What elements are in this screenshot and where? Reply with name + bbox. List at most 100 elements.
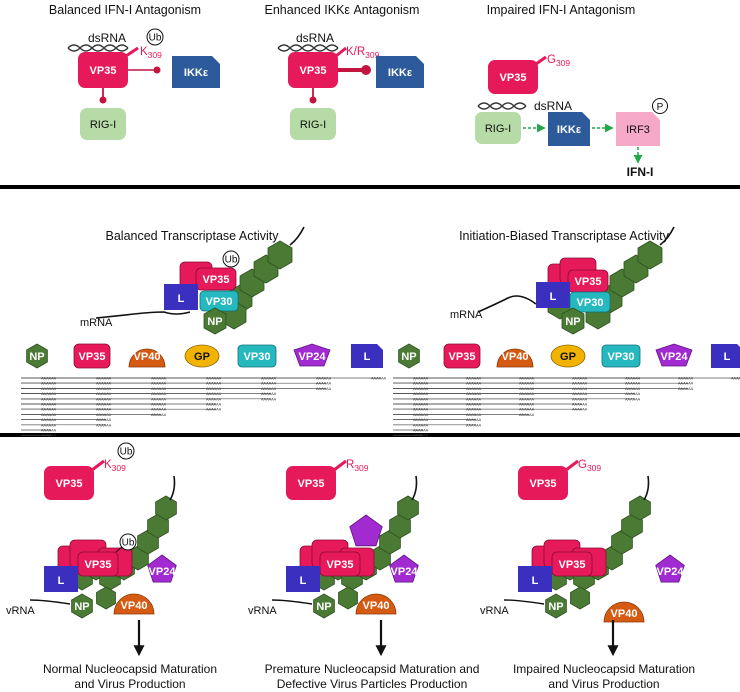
np-chain xyxy=(221,240,293,330)
ifn-output-label: IFN-I xyxy=(627,165,654,179)
gene-label: VP24 xyxy=(299,351,327,363)
ub-label: Ub xyxy=(225,255,238,266)
gene-label: L xyxy=(364,351,371,363)
caption-line-2: and Virus Production xyxy=(74,677,185,691)
irf3-label: IRF3 xyxy=(626,124,650,136)
polya-tail: AAAAAA xyxy=(466,418,482,422)
gene-label: VP35 xyxy=(449,351,476,363)
vrna-strand xyxy=(29,599,71,605)
polya-tail: AAAAAA xyxy=(41,413,57,417)
polya-tail: AAAAAA xyxy=(466,413,482,417)
ub-circle-2 xyxy=(119,533,137,551)
np-protein xyxy=(203,307,227,335)
vp30-shape xyxy=(601,344,641,368)
polya-tail: AAAAAA xyxy=(678,377,694,381)
polya-tail: AAAAAA xyxy=(41,434,57,438)
polya-tail: AAAAAA xyxy=(519,397,535,401)
polya-tail: AAAAAA xyxy=(519,413,535,417)
phospho-label: P xyxy=(657,102,664,113)
polya-tail: AAAAAA xyxy=(261,397,277,401)
np-subunit xyxy=(621,513,643,539)
np-protein xyxy=(71,593,93,619)
polya-tail: AAAAAA xyxy=(41,397,57,401)
gene-vp35: VP35 xyxy=(443,343,481,369)
vp35-tail xyxy=(535,55,547,66)
polya-tail: AAAAAA xyxy=(413,434,429,438)
np-subunit xyxy=(629,495,651,521)
vp35-label: VP35 xyxy=(85,559,112,571)
polya-tail: AAAAAA xyxy=(572,403,588,407)
polya-tail: AAAAAA xyxy=(413,408,429,412)
vp35-protein xyxy=(288,52,338,88)
caption-line-1: Normal Nucleocapsid Maturation xyxy=(43,662,217,676)
mrna-label: mRNA xyxy=(80,317,113,329)
ub-label: Ub xyxy=(120,447,133,458)
polya-tail: AAAAAA xyxy=(413,377,429,381)
dsrna-strand-2 xyxy=(477,102,527,110)
gene-gp: GP xyxy=(184,344,220,368)
gene-label: VP40 xyxy=(134,351,161,363)
rna-strand xyxy=(659,226,675,246)
vp35-shape xyxy=(73,343,111,369)
gene-vp40: VP40 xyxy=(496,348,534,368)
vp35-label: VP35 xyxy=(500,72,527,84)
ub-label: Ub xyxy=(149,33,162,44)
polya-tail: AAAAAA xyxy=(519,377,535,381)
ikk-protein xyxy=(172,56,220,88)
np-subunit-extra xyxy=(570,586,590,610)
gene-vp35: VP35 xyxy=(73,343,111,369)
gene-label: GP xyxy=(560,351,576,363)
l-shape xyxy=(711,344,740,368)
polya-tail: AAAAAA xyxy=(572,408,588,412)
vp35-label: VP35 xyxy=(90,65,117,77)
l-protein xyxy=(518,566,552,592)
polya-tail: AAAAAA xyxy=(151,387,167,391)
polya-tail: AAAAAA xyxy=(466,397,482,401)
gene-l: L xyxy=(711,344,740,368)
gene-label: VP30 xyxy=(608,351,635,363)
polya-tail: AAAAAA xyxy=(519,392,535,396)
np-label: NP xyxy=(548,601,563,613)
dsrna-strand-2 xyxy=(67,44,129,52)
polya-tail: AAAAAA xyxy=(466,377,482,381)
gene-np: NP xyxy=(26,343,48,369)
polya-tail: AAAAAA xyxy=(96,377,112,381)
middle-left-panel: Balanced Transcriptase Activity VP35 Ub … xyxy=(80,226,305,335)
np-protein xyxy=(561,307,585,335)
polya-tail: AAAAAA xyxy=(413,382,429,386)
polya-tail: AAAAAA xyxy=(261,382,277,386)
vp40-shape xyxy=(128,348,166,368)
polya-tail: AAAAAA xyxy=(151,413,167,417)
vp35-protein xyxy=(551,551,593,577)
polya-tail: AAAAAA xyxy=(206,392,222,396)
ub-circle xyxy=(146,28,164,46)
divider-bottom xyxy=(0,433,740,437)
vp35-label: VP35 xyxy=(203,274,230,286)
gene-label: VP40 xyxy=(502,351,529,363)
polya-tail: AAAAAA xyxy=(206,382,222,386)
polya-tail: AAAAAA xyxy=(572,392,588,396)
residue-label: G309 xyxy=(578,459,601,473)
ikk-protein xyxy=(548,112,590,146)
np-chain xyxy=(71,495,177,591)
residue-label: K309 xyxy=(140,46,162,60)
polya-tail: AAAAAA xyxy=(519,403,535,407)
vp35-free-protein xyxy=(518,466,568,500)
vp24-protein xyxy=(655,554,685,583)
polya-tail: AAAAAA xyxy=(151,377,167,381)
rig-label: RIG-I xyxy=(90,119,116,131)
polya-tail: AAAAAA xyxy=(206,397,222,401)
polya-tail: AAAAAA xyxy=(413,387,429,391)
ikk-label: IKKε xyxy=(388,67,413,79)
rig-protein xyxy=(290,108,336,140)
vp40-label: VP40 xyxy=(363,600,390,612)
polya-tail: AAAAAA xyxy=(678,382,694,386)
ub-circle xyxy=(117,442,135,460)
rna-strand xyxy=(169,475,176,501)
np-subunit-extra xyxy=(338,586,358,610)
gene-label: NP xyxy=(29,351,44,363)
dsrna-label: dsRNA xyxy=(296,31,334,45)
vp35-tail xyxy=(125,46,139,58)
